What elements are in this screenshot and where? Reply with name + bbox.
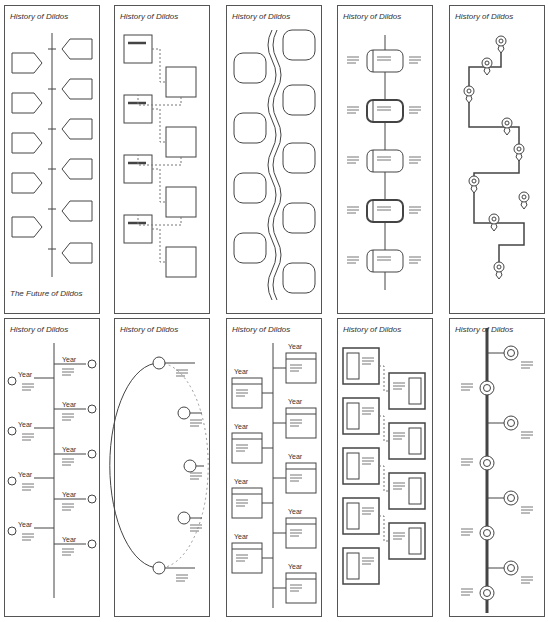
year-label: Year [288, 563, 302, 570]
year-label: Year [18, 521, 32, 528]
year-label: Year [288, 398, 302, 405]
panel-title: History of Dildos [120, 326, 178, 334]
panel-title: History of Dildos [455, 13, 513, 21]
year-label: Year [62, 401, 76, 408]
panel-title: History of Dildos [10, 326, 68, 334]
year-label: Year [62, 356, 76, 363]
panel-title: History of Dildos [455, 326, 513, 334]
panel-title: History of Dildos [120, 13, 178, 21]
panel-title: History of Dildos [232, 13, 290, 21]
year-label: Year [234, 423, 248, 430]
year-label: Year [288, 508, 302, 515]
year-label: Year [18, 371, 32, 378]
year-label: Year [234, 533, 248, 540]
panel-title: The Future of Dildos [10, 290, 82, 298]
panel-title: History of Dildos [10, 13, 68, 21]
year-label: Year [288, 343, 302, 350]
panel-title: History of Dildos [343, 13, 401, 21]
year-label: Year [234, 478, 248, 485]
year-label: Year [62, 446, 76, 453]
year-label: Year [18, 421, 32, 428]
panel-title: History of Dildos [343, 326, 401, 334]
year-label: Year [234, 368, 248, 375]
panel-title: History of Dildos [232, 326, 290, 334]
year-label: Year [62, 536, 76, 543]
year-label: Year [18, 471, 32, 478]
year-label: Year [62, 491, 76, 498]
year-label: Year [288, 453, 302, 460]
